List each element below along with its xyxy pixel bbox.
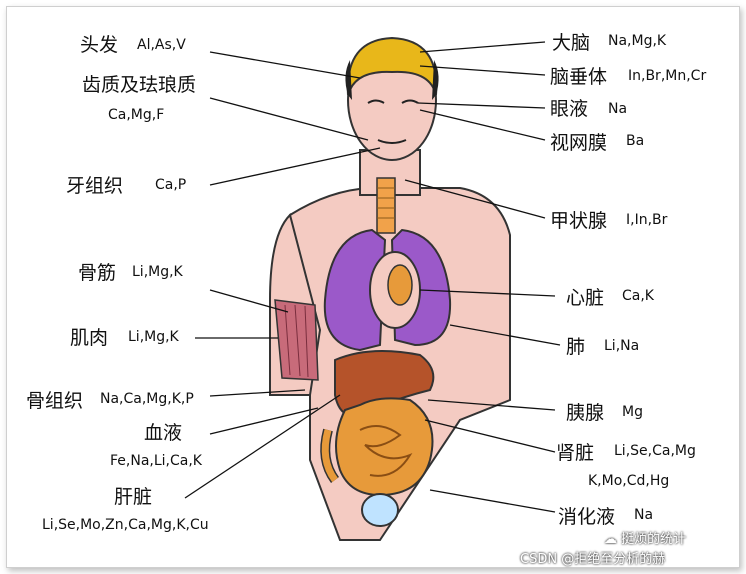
elements-brain: Na,Mg,K — [608, 33, 667, 49]
elements-blood: Fe,Na,Li,Ca,K — [110, 453, 202, 469]
wechat-icon: ☁ — [604, 532, 617, 547]
intestines — [335, 397, 434, 497]
label-retina: 视网膜 — [550, 132, 608, 154]
label-hair: 头发 — [80, 34, 119, 56]
elements-tooth: Ca,P — [155, 177, 187, 193]
label-heart: 心脏 — [566, 287, 605, 309]
left-lung — [323, 228, 387, 352]
left-leader-lines — [184, 51, 381, 499]
csdn-watermark: CSDN @拒绝至分析的赫 — [520, 552, 666, 567]
label-pancreas: 胰腺 — [566, 402, 605, 424]
label-digestive: 消化液 — [558, 506, 616, 528]
elements-tears: Na — [608, 101, 628, 117]
elements-pituitary: In,Br,Mn,Cr — [628, 68, 707, 84]
elements-pancreas: Mg — [622, 404, 643, 420]
elements-bone: Na,Ca,Mg,K,P — [100, 391, 194, 407]
elements-thyroid: I,In,Br — [626, 212, 668, 228]
wechat-watermark-text: 挺烦的统计 — [621, 532, 687, 547]
elements-retina: Ba — [626, 133, 645, 149]
label-tendon: 骨筋 — [78, 262, 117, 284]
label-liver: 肝脏 — [114, 486, 153, 508]
trachea — [376, 177, 396, 234]
elements-digestive: Na — [634, 507, 654, 523]
elements-kidney: Li,Se,Ca,Mg — [614, 443, 696, 459]
right-leader-lines — [404, 41, 561, 513]
wechat-watermark: ☁ 挺烦的统计 — [604, 528, 686, 547]
elements-lung: Li,Na — [604, 338, 640, 354]
label-thyroid: 甲状腺 — [550, 210, 608, 232]
label-bone: 骨组织 — [26, 390, 84, 412]
bladder — [361, 493, 399, 527]
label-pituitary: 脑垂体 — [550, 66, 608, 88]
elements-muscle: Li,Mg,K — [128, 329, 179, 345]
elements-liver: Li,Se,Mo,Zn,Ca,Mg,K,Cu — [42, 517, 209, 533]
elements-hair: Al,As,V — [137, 37, 186, 53]
elements-heart: Ca,K — [622, 288, 654, 304]
label-blood: 血液 — [144, 422, 183, 444]
elements-kidney-2: K,Mo,Cd,Hg — [588, 473, 670, 489]
label-lung: 肺 — [566, 336, 586, 358]
label-enamel: 齿质及珐琅质 — [82, 74, 197, 96]
label-brain: 大脑 — [552, 32, 591, 54]
arm-muscle — [274, 299, 319, 381]
label-muscle: 肌肉 — [70, 327, 109, 349]
elements-enamel: Ca,Mg,F — [108, 107, 165, 123]
label-tooth: 牙组织 — [66, 175, 124, 197]
elements-tendon: Li,Mg,K — [132, 264, 183, 280]
label-tears: 眼液 — [550, 98, 589, 120]
label-kidney: 肾脏 — [556, 442, 595, 464]
